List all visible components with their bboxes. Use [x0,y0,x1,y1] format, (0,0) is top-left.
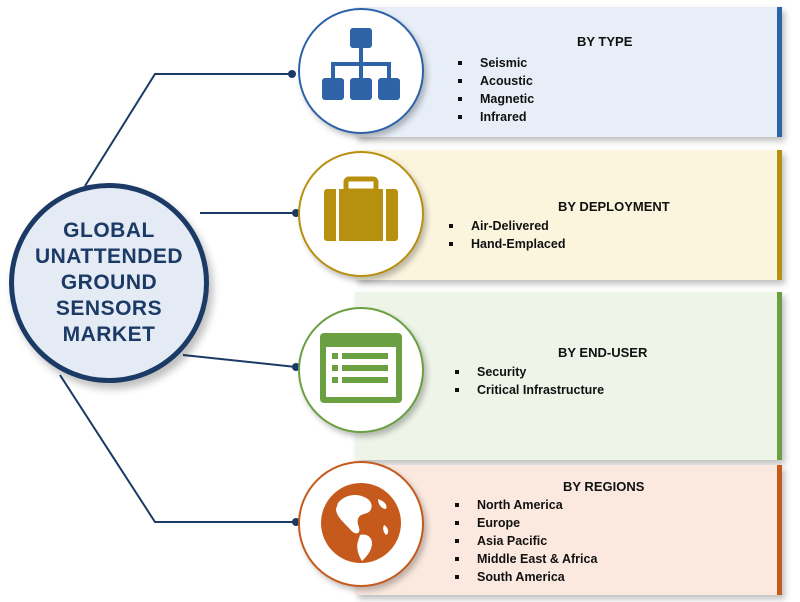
panel-title: BY DEPLOYMENT [558,199,670,214]
icon-circle-deployment [298,151,424,277]
list-item: Seismic [458,54,534,72]
icon-circle-type [298,8,424,134]
panel-title: BY END-USER [558,345,648,360]
item-list: Security Critical Infrastructure [455,363,604,399]
list-item: Magnetic [458,90,534,108]
icon-circle-regions [298,461,424,587]
list-item: Middle East & Africa [455,550,597,568]
panel-by-deployment: BY DEPLOYMENT Air-Delivered Hand-Emplace… [355,150,782,280]
list-item: Asia Pacific [455,532,597,550]
panel-by-end-user: BY END-USER Security Critical Infrastruc… [355,292,782,460]
center-circle: GLOBAL UNATTENDED GROUND SENSORS MARKET [9,183,209,383]
list-item: North America [455,496,597,514]
list-item: Europe [455,514,597,532]
center-title: GLOBAL UNATTENDED GROUND SENSORS MARKET [34,219,184,346]
item-list: Air-Delivered Hand-Emplaced [449,217,565,253]
connector-dot-type [288,70,296,78]
globe-icon [321,483,401,563]
list-item: Air-Delivered [449,217,565,235]
panel-title: BY REGIONS [563,479,645,494]
list-item: Hand-Emplaced [449,235,565,253]
connector-regions [59,374,296,523]
list-item: Critical Infrastructure [455,381,604,399]
icon-circle-end-user [298,307,424,433]
item-list: North America Europe Asia Pacific Middle… [455,496,597,586]
list-item: Infrared [458,108,534,126]
list-window-icon [320,333,402,403]
hierarchy-icon [322,28,400,100]
connector-end-user [182,354,297,368]
list-item: Acoustic [458,72,534,90]
item-list: Seismic Acoustic Magnetic Infrared [458,54,534,126]
panel-title: BY TYPE [577,34,633,49]
list-item: South America [455,568,597,586]
list-item: Security [455,363,604,381]
panel-by-regions: BY REGIONS North America Europe Asia Pac… [355,465,782,595]
briefcase-icon [324,176,398,241]
panel-by-type: BY TYPE Seismic Acoustic Magnetic Infrar… [355,7,782,137]
connector-type [84,73,292,187]
